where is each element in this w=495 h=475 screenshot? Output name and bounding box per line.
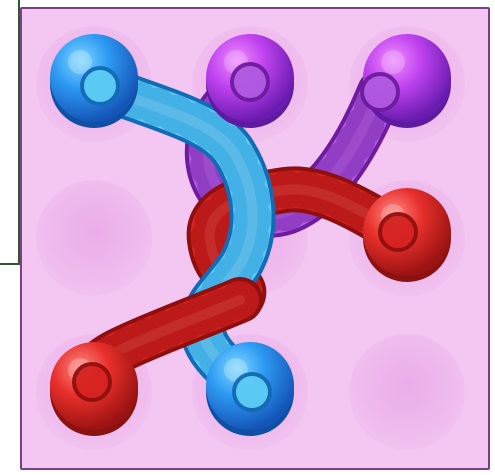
rope-blue[interactable] [77,63,276,415]
rope-end-blue-top [80,66,120,106]
left-panel-frame [0,0,20,265]
rope-end-purple-left [230,62,270,102]
rope-end-red-left [72,362,112,402]
hole-middle-left[interactable] [36,180,152,296]
rope-ends [72,62,418,412]
rope-end-purple-right [360,72,400,112]
hole-bottom-right[interactable] [349,334,465,450]
rope-end-blue-bottom [232,372,272,412]
rope-end-red-right [378,212,418,252]
